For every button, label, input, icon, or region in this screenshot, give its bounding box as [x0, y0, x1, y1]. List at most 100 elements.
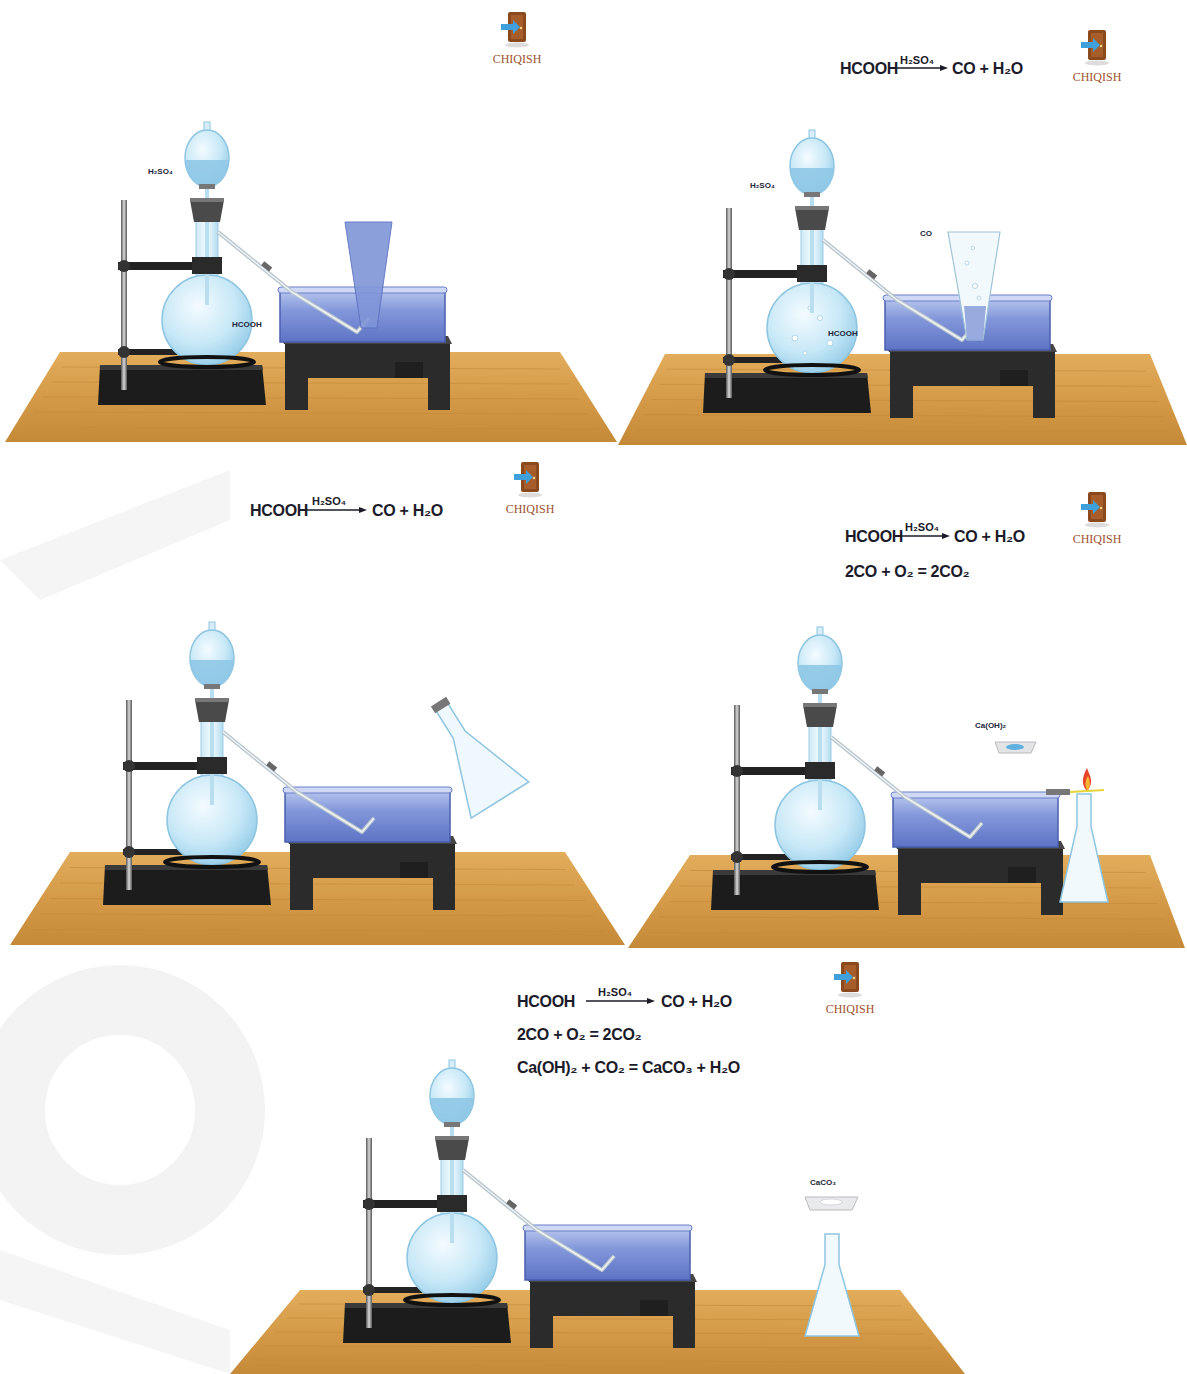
- neck-clamp-jaw: [197, 757, 227, 774]
- wooden-splint: [1070, 790, 1104, 792]
- delivery-tube: [831, 737, 982, 837]
- stopper-top: [435, 1136, 469, 1140]
- arrow-head: [647, 998, 655, 1004]
- delivery-tube-bore: [218, 232, 369, 332]
- icon-shadow: [505, 43, 529, 48]
- arrow-head: [359, 507, 367, 513]
- exit-button-label: CHIQISH: [826, 1003, 875, 1015]
- trough-stand: [890, 350, 1055, 418]
- erlenmeyer-flask: [413, 689, 529, 818]
- tube-joint: [506, 1199, 517, 1209]
- icon-shadow: [518, 493, 542, 498]
- neck-clamp-jaw: [805, 762, 835, 779]
- support-ring: [765, 365, 859, 375]
- equation-text: HCOOH: [845, 529, 903, 545]
- erlenmeyer-group: [1060, 794, 1108, 902]
- apparatus: [703, 130, 1057, 418]
- door-knob: [533, 477, 536, 480]
- rubber-stopper: [195, 700, 229, 722]
- gas-bubble: [971, 246, 975, 250]
- clamp-knob: [118, 346, 130, 358]
- catalyst-label: H₂SO₄: [312, 496, 346, 507]
- wood-grain: [263, 1346, 933, 1348]
- clamp-knob: [363, 1198, 375, 1210]
- exit-arrow: [1081, 38, 1100, 52]
- funnel-acid: [790, 168, 834, 196]
- stopper-top: [195, 698, 229, 702]
- exit-arrow: [501, 20, 520, 34]
- exit-button-label: CHIQISH: [506, 503, 555, 515]
- reaction-arrow: [303, 509, 361, 511]
- wood-grain: [252, 1360, 945, 1362]
- flame: [1083, 768, 1091, 790]
- apparatus: [103, 622, 457, 910]
- delivery-tube-bore: [463, 1170, 614, 1270]
- delivery-tube-bore: [823, 240, 974, 340]
- equation-text: CO + H₂O: [661, 994, 732, 1010]
- support-ring: [773, 862, 867, 872]
- gas-bubble: [803, 351, 807, 355]
- exit-button-label: CHIQISH: [493, 53, 542, 65]
- delivery-tube-bore: [831, 737, 982, 837]
- wood-grain: [30, 930, 605, 932]
- clamp-knob: [123, 846, 135, 858]
- trough-stand: [898, 847, 1063, 915]
- stopcock: [204, 684, 220, 689]
- door-knob: [520, 27, 523, 30]
- gas-bubble: [973, 284, 978, 289]
- stand-detail: [1008, 867, 1036, 883]
- clamp-knob: [723, 268, 735, 280]
- equation-text: 2CO + O₂ = 2CO₂: [517, 1027, 641, 1043]
- delivery-tube-bore: [223, 732, 374, 832]
- equation-text: CO + H₂O: [954, 529, 1025, 545]
- catalyst-label: H₂SO₄: [900, 55, 934, 66]
- trough-rim: [891, 792, 1060, 798]
- exit-button-label: CHIQISH: [1073, 533, 1122, 545]
- trough-stand: [530, 1280, 695, 1348]
- clamp-knob: [363, 1284, 375, 1296]
- rubber-stopper: [435, 1138, 469, 1160]
- stopper-top: [190, 198, 224, 202]
- wood-grain: [33, 412, 588, 414]
- delivery-tube: [463, 1170, 614, 1270]
- support-ring: [165, 857, 259, 867]
- icon-shadow: [838, 993, 862, 998]
- support-ring: [405, 1295, 499, 1305]
- glass-plate: [1046, 789, 1070, 795]
- tube-joint: [266, 761, 277, 771]
- delivery-tube: [823, 240, 974, 340]
- wood-grain: [636, 430, 1171, 432]
- stopcock: [444, 1122, 460, 1127]
- stopper-top: [795, 206, 829, 210]
- equation-text: Ca(OH)₂ + CO₂ = CaCO₃ + H₂O: [517, 1060, 740, 1076]
- rubber-stopper: [795, 208, 829, 230]
- equation-text: 2CO + O₂ = 2CO₂: [845, 564, 969, 580]
- funnel-acid: [430, 1098, 474, 1126]
- trough-stand: [285, 342, 450, 410]
- clamp-knob: [123, 760, 135, 772]
- gas-bubble: [965, 261, 969, 265]
- catalyst-label: H₂SO₄: [905, 522, 939, 533]
- substance-label: Ca(OH)₂: [975, 722, 1006, 730]
- door-knob: [1100, 507, 1103, 510]
- substance-label: CO: [920, 230, 932, 238]
- apparatus: [343, 1060, 697, 1348]
- stand-detail: [1000, 370, 1028, 386]
- watch-glass: [995, 742, 1036, 753]
- stand-detail: [395, 362, 423, 378]
- support-ring: [160, 357, 254, 367]
- clamp-knob: [731, 851, 743, 863]
- delivery-tube: [223, 732, 374, 832]
- rubber-stopper: [190, 200, 224, 222]
- delivery-tube: [218, 232, 369, 332]
- rubber-stopper: [803, 705, 837, 727]
- funnel-acid: [190, 660, 234, 688]
- arrow-head: [942, 533, 950, 539]
- catalyst-label: H₂SO₄: [598, 987, 632, 998]
- exit-arrow: [514, 470, 533, 484]
- watermark: [0, 1250, 230, 1374]
- substance-label: CaCO₃: [810, 1179, 836, 1187]
- exit-arrow: [834, 970, 853, 984]
